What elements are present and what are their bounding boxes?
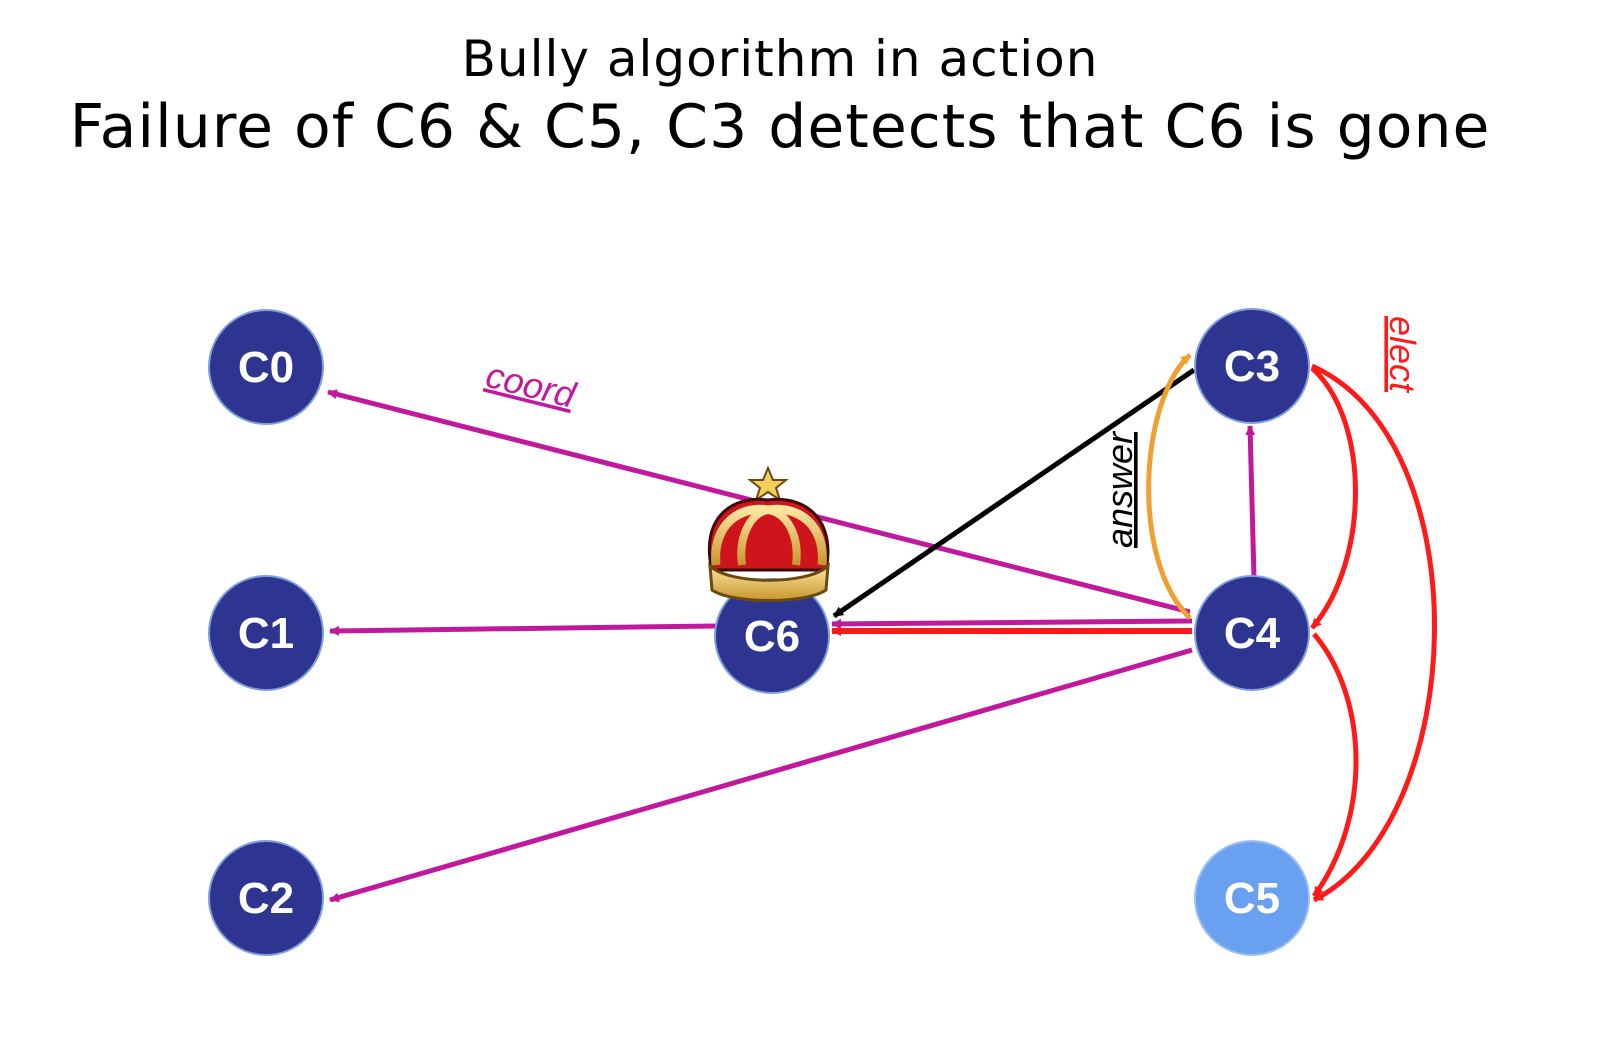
- node-c3-label: C3: [1224, 342, 1280, 391]
- node-c6-label: C6: [744, 612, 800, 661]
- arrow-c6-c1-coord: [329, 623, 717, 636]
- node-c6: C6: [714, 578, 830, 694]
- elect-label: elect: [1382, 316, 1423, 394]
- crown-icon: [707, 465, 830, 602]
- node-c1-label: C1: [238, 609, 294, 658]
- message-labels: coord answer elect: [482, 316, 1423, 548]
- title-line-1: Bully algorithm in action: [461, 30, 1099, 88]
- arrow-c4-c2-coord: [329, 647, 1193, 903]
- node-c5-label: C5: [1224, 874, 1280, 923]
- title-line-2: Failure of C6 & C5, C3 detects that C6 i…: [69, 92, 1491, 162]
- node-c2-label: C2: [238, 874, 294, 923]
- node-c0: C0: [208, 309, 324, 425]
- arrow-c4-c5-elect: [1311, 632, 1359, 898]
- arrow-c3-c5-elect: [1310, 363, 1437, 903]
- node-c4-label: C4: [1224, 609, 1281, 658]
- node-c4: C4: [1194, 575, 1310, 691]
- node-c3: C3: [1194, 308, 1310, 424]
- arrow-c4-c3-coord: [1245, 425, 1257, 579]
- coord-label: coord: [482, 354, 580, 416]
- node-c1: C1: [208, 575, 324, 691]
- arrow-c4-c3-orange: [1146, 353, 1192, 620]
- node-c2: C2: [208, 840, 324, 956]
- answer-label: answer: [1099, 430, 1140, 548]
- arrow-c3-c4-elect: [1310, 366, 1358, 630]
- node-c5: C5: [1194, 840, 1310, 956]
- node-c0-label: C0: [238, 343, 294, 392]
- arrow-c4-c6-coord: [831, 618, 1193, 629]
- arrow-c3-c6-answer: [832, 367, 1196, 619]
